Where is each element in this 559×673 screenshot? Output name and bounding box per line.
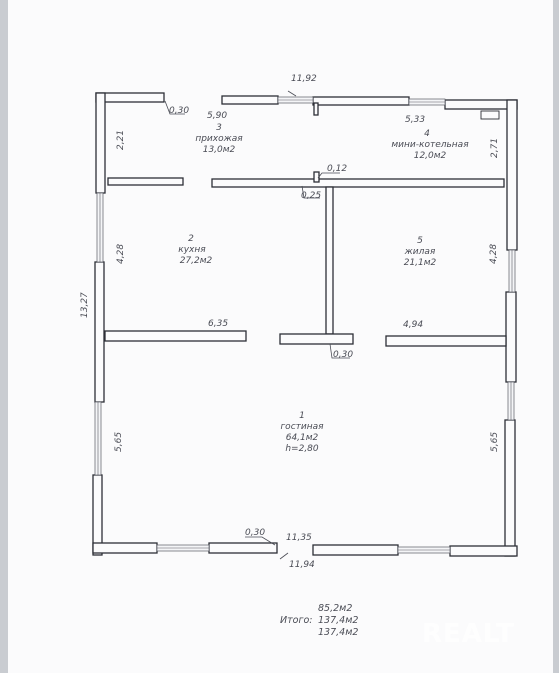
leader-bottom — [245, 536, 276, 546]
wall-right-1 — [506, 99, 518, 251]
window-top-1 — [277, 96, 314, 104]
svg-text:64,1м2: 64,1м2 — [286, 433, 319, 443]
dim-overall-width-bottom: 11,94 — [289, 560, 315, 570]
leader-mid — [329, 343, 350, 359]
partition-bedroom — [325, 186, 334, 335]
dim-mid-wall: 0,30 — [333, 350, 353, 360]
realt-watermark: REALT — [422, 619, 515, 649]
svg-text:кухня: кухня — [178, 245, 206, 255]
dim-partition-thickness: 0,12 — [327, 164, 347, 174]
partition-mid-center — [279, 333, 354, 345]
svg-text:27,2м2: 27,2м2 — [180, 256, 213, 266]
dim-left-bottom-height: 5,65 — [114, 432, 124, 452]
window-bottom-1 — [156, 544, 210, 552]
leader-partition — [317, 172, 340, 179]
room-label-1: 1 гостиная 64,1м2 h=2,80 — [280, 411, 324, 454]
wall-top-4 — [444, 99, 518, 110]
svg-text:4: 4 — [424, 129, 430, 139]
leader-width-top — [287, 90, 297, 97]
partition-stub — [313, 171, 320, 183]
total-line-2: 137,4м2 — [318, 615, 358, 626]
partition-hall-left — [107, 177, 184, 186]
dim-overall-height: 13,27 — [80, 292, 90, 318]
svg-text:гостиная: гостиная — [280, 422, 324, 432]
svg-text:5: 5 — [417, 236, 423, 246]
top-stub — [313, 102, 319, 116]
room-label-2: 2 кухня 27,2м2 — [178, 234, 212, 266]
wall-right-3 — [504, 419, 516, 557]
dim-mid-left-span: 6,35 — [208, 319, 228, 329]
leader-top-left — [164, 100, 185, 115]
dim-mid-right-span: 4,94 — [403, 320, 423, 330]
wall-top-1 — [95, 92, 165, 103]
window-bottom-2 — [397, 546, 451, 554]
svg-text:1: 1 — [299, 411, 305, 421]
window-left-2 — [94, 401, 102, 476]
svg-text:12,0м2: 12,0м2 — [414, 151, 447, 161]
window-left-1 — [96, 192, 104, 263]
room-label-5: 5 жилая 21,1м2 — [404, 236, 437, 268]
leader-width-bottom — [279, 552, 289, 560]
wall-right-2 — [505, 291, 517, 383]
dim-bottom-inner-span: 11,35 — [286, 533, 312, 543]
leader-corridor — [301, 185, 320, 199]
svg-text:жилая: жилая — [404, 247, 436, 257]
partition-hall-right — [211, 178, 505, 188]
room-label-4: 4 мини-котельная 12,0м2 — [391, 129, 469, 161]
dim-corridor-wall: 0,25 — [301, 191, 321, 201]
wall-bottom-4 — [449, 545, 518, 557]
wall-top-2 — [221, 95, 279, 105]
dim-left-top-height: 2,21 — [116, 130, 126, 150]
window-right-2 — [507, 381, 515, 421]
window-top-2 — [408, 98, 446, 106]
wall-bottom-3 — [312, 544, 399, 556]
svg-text:h=2,80: h=2,80 — [285, 444, 319, 454]
wall-left-1 — [95, 92, 106, 194]
total-line-1: 85,2м2 — [318, 603, 352, 614]
svg-text:мини-котельная: мини-котельная — [391, 140, 469, 150]
svg-text:21,1м2: 21,1м2 — [404, 258, 437, 268]
window-right-1 — [508, 249, 516, 293]
wall-bottom-1 — [92, 542, 158, 554]
wall-bottom-2 — [208, 542, 278, 554]
dim-bottom-wall: 0,30 — [245, 528, 265, 538]
partition-mid-right — [385, 335, 507, 347]
svg-text:прихожая: прихожая — [195, 134, 243, 144]
totals-block: 85,2м2 Итого: 137,4м2 137,4м2 — [280, 603, 358, 638]
svg-text:3: 3 — [216, 123, 222, 133]
room-label-3: 3 прихожая 13,0м2 — [195, 123, 243, 155]
dim-top-left-wall: 0,30 — [169, 106, 189, 116]
wall-top-3 — [312, 96, 410, 106]
dim-left-mid-height: 4,28 — [116, 244, 126, 264]
total-line-3: 137,4м2 — [318, 627, 358, 638]
boiler-symbol — [480, 110, 500, 120]
svg-text:2: 2 — [188, 234, 194, 244]
svg-text:13,0м2: 13,0м2 — [203, 145, 236, 155]
dim-overall-width-top: 11,92 — [291, 74, 317, 84]
dim-right-top-height: 2,71 — [490, 138, 500, 158]
total-prefix: Итого: — [280, 615, 312, 626]
dim-right-mid-height: 4,28 — [489, 244, 499, 264]
dim-top-right-span: 5,33 — [405, 115, 425, 125]
dim-top-left-span: 5,90 — [207, 111, 227, 121]
partition-mid-left — [104, 330, 247, 342]
wall-left-2 — [94, 261, 105, 403]
dim-right-bottom-height: 5,65 — [490, 432, 500, 452]
